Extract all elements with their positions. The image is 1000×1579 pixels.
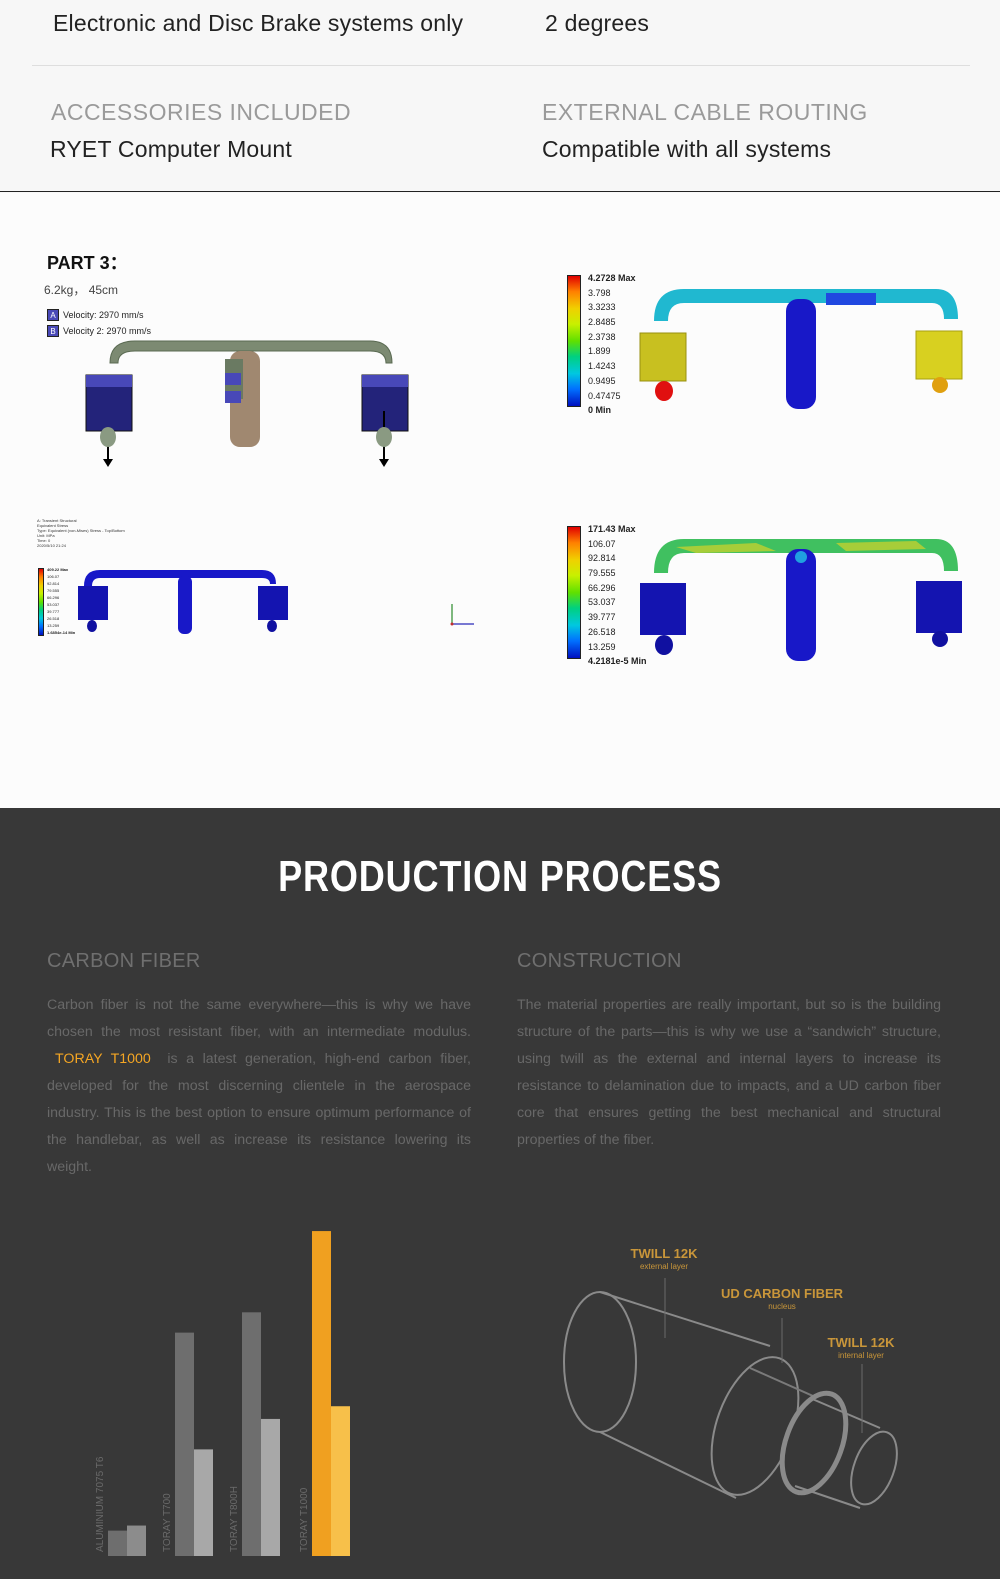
velocity-a: A Velocity: 2970 mm/s	[47, 309, 144, 321]
layer1-sub: external layer	[640, 1262, 688, 1271]
stress-legend-value: 92.814	[588, 553, 616, 564]
part-subtitle: 6.2kg， 45cm	[44, 283, 119, 297]
deformation-legend-value: 0 Min	[588, 405, 612, 416]
layer2-sub: nucleus	[768, 1302, 796, 1311]
small-legend-value: 26.518	[47, 616, 60, 621]
deformation-legend-value: 1.899	[588, 346, 611, 357]
carbon-fiber-heading: CARBON FIBER	[47, 950, 201, 972]
small-legend-value: 1.6854e-14 Min	[47, 630, 76, 635]
spec-divider	[32, 65, 970, 66]
production-process-section: PRODUCTION PROCESS CARBON FIBER Carbon f…	[0, 808, 1000, 1579]
stress-legend-value: 13.259	[588, 641, 616, 652]
small-legend-value: 53.037	[47, 602, 60, 607]
deformation-legend-value: 0.9495	[588, 375, 616, 386]
velocity-b-tag: B	[47, 325, 59, 337]
carbon-fiber-text: Carbon fiber is not the same everywhere—…	[47, 992, 471, 1181]
carbon-text-before: Carbon fiber is not the same everywhere—…	[47, 997, 471, 1040]
deformation-legend-value: 3.798	[588, 287, 611, 298]
small-legend-value: 92.814	[47, 581, 60, 586]
small-header-line: A: Transient Structural	[37, 518, 77, 523]
small-legend-value: 106.07	[47, 574, 60, 579]
small-legend-values: 409.22 Max 106.07 92.814 79.555 66.296 53.037…	[47, 566, 75, 636]
carbon-layer-diagram: TWILL 12K external layer UD CARBON FIBER…	[563, 1246, 898, 1509]
deformation-legend-value: 0.47475	[588, 390, 621, 401]
stress-legend-value: 79.555	[588, 568, 616, 579]
accessories-label: ACCESSORIES INCLUDED	[51, 99, 352, 125]
layer2-name: UD CARBON FIBER	[721, 1286, 844, 1301]
spec-row-brake: Electronic and Disc Brake systems only 2…	[0, 0, 1000, 66]
fiber-comparison-chart: ALUMINIUM 7075 T6 TORAY T700 TORAY T800H TO…	[95, 1231, 350, 1556]
bar-toray-t700-s1	[175, 1332, 194, 1556]
small-color-scale	[38, 568, 44, 636]
carbon-text-after: is a latest generation, high-end carbon …	[47, 1051, 471, 1175]
deformation-legend-value: 4.2728 Max	[588, 273, 636, 283]
bar-toray-t800h-s2	[261, 1418, 280, 1556]
layer1-name: TWILL 12K	[631, 1246, 699, 1261]
small-header-line: 2020/5/10 21:24	[37, 543, 66, 548]
bar-toray-t1000-s2	[331, 1406, 350, 1556]
bar-aluminium-7075-t6-s1	[108, 1530, 127, 1556]
cable-routing-label: EXTERNAL CABLE ROUTING	[542, 99, 868, 125]
spec-table: Electronic and Disc Brake systems only 2…	[0, 0, 1000, 192]
construction-text: The material properties are really impor…	[517, 997, 941, 1148]
axis-triad-icon	[450, 604, 474, 626]
toray-highlight: TORAY T1000	[55, 1051, 151, 1067]
accessories-value: RYET Computer Mount	[50, 136, 292, 162]
category-label: TORAY T800H	[229, 1486, 240, 1552]
stress-legend-value: 39.777	[588, 612, 616, 623]
deformation-legend-value: 3.3233	[588, 302, 616, 313]
handlebar-small-model	[78, 570, 288, 634]
stress-legend-value: 66.296	[588, 582, 616, 593]
stress-color-scale	[567, 526, 581, 659]
velocity-b: B Velocity 2: 2970 mm/s	[47, 325, 151, 337]
small-legend-value: 39.777	[47, 609, 60, 614]
bar-aluminium-7075-t6-s2	[127, 1525, 146, 1556]
simulation-panel: PART 3： 6.2kg， 45cm A Velocity: 2970 mm/…	[0, 193, 1000, 808]
construction-heading: CONSTRUCTION	[517, 950, 682, 972]
brake-compatibility-value: Electronic and Disc Brake systems only	[53, 10, 464, 36]
deformation-color-scale	[567, 275, 581, 407]
deformation-legend-value: 1.4243	[588, 361, 616, 372]
small-legend-value: 13.259	[47, 623, 60, 628]
cable-routing-value: Compatible with all systems	[542, 136, 832, 162]
stress-legend-value: 106.07	[588, 538, 616, 549]
small-header-line: Unit: MPa	[37, 533, 55, 538]
small-legend-value: 66.296	[47, 595, 60, 600]
handlebar-deformation-model	[639, 289, 963, 409]
velocity-a-tag: A	[47, 309, 59, 321]
velocity-a-text: Velocity: 2970 mm/s	[63, 310, 144, 320]
stress-legend-value: 171.43 Max	[588, 524, 636, 534]
small-header-line: Type: Equivalent (von-Mises) Stress - To…	[37, 528, 125, 533]
small-legend-value: 79.555	[47, 588, 60, 593]
stress-legend-value: 4.2181e-5 Min	[588, 656, 647, 667]
bar-toray-t1000-s1	[312, 1231, 331, 1556]
section-title: PRODUCTION PROCESS	[278, 852, 722, 901]
small-header-line: Time: 0	[37, 538, 51, 543]
bar-toray-t700-s2	[194, 1449, 213, 1556]
category-label: ALUMINIUM 7075 T6	[95, 1456, 106, 1552]
deformation-legend-value: 2.8485	[588, 317, 616, 328]
category-label: TORAY T700	[162, 1493, 173, 1552]
small-header-line: Equivalent Stress	[37, 523, 69, 528]
layer3-sub: internal layer	[838, 1351, 884, 1360]
stress-legend-value: 26.518	[588, 626, 616, 637]
handlebar-stress-model	[640, 539, 962, 661]
layer3-name: TWILL 12K	[828, 1335, 896, 1350]
stress-legend-values: 171.43 Max 106.07 92.814 79.555 66.296 53.037…	[588, 522, 647, 669]
deformation-legend-values: 4.2728 Max 3.798 3.3233 2.8485 2.3738 1.899 1.…	[588, 271, 636, 418]
stress-legend-value: 53.037	[588, 597, 616, 608]
deformation-legend-value: 2.3738	[588, 331, 616, 342]
small-legend-value: 409.22 Max	[47, 567, 69, 572]
bar-toray-t800h-s1	[242, 1312, 261, 1556]
velocity-b-text: Velocity 2: 2970 mm/s	[63, 326, 152, 336]
part-title: PART 3：	[47, 253, 128, 273]
angle-value: 2 degrees	[545, 10, 650, 36]
category-label: TORAY T1000	[299, 1487, 310, 1552]
handlebar-load-model	[85, 340, 409, 467]
